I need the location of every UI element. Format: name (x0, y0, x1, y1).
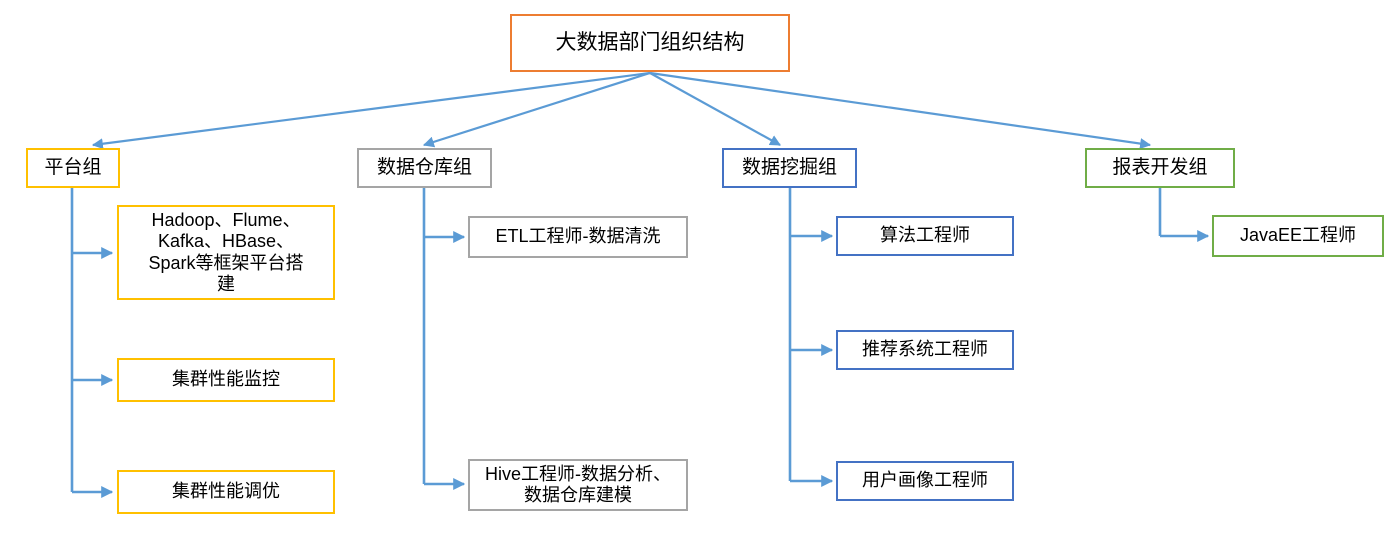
node-mining-child-2[interactable]: 推荐系统工程师 (836, 330, 1014, 370)
node-warehouse-child-1[interactable]: ETL工程师-数据清洗 (468, 216, 688, 258)
node-mining-child-1[interactable]: 算法工程师 (836, 216, 1014, 256)
edge-root-to-warehouse (422, 71, 651, 148)
node-group-report-dev[interactable]: 报表开发组 (1085, 148, 1235, 188)
node-warehouse-child-2-label: Hive工程师-数据分析、 数据仓库建模 (484, 463, 671, 505)
node-warehouse-child-2[interactable]: Hive工程师-数据分析、 数据仓库建模 (468, 459, 688, 511)
node-platform-child-3-label: 集群性能调优 (172, 481, 280, 502)
edge-root-to-mining (649, 72, 781, 146)
node-report-child-1[interactable]: JavaEE工程师 (1212, 215, 1384, 257)
edge-root-to-platform (91, 71, 651, 150)
node-platform-child-1-label: Hadoop、Flume、 Kafka、HBase、 Spark等框架平台搭 建 (148, 210, 304, 294)
node-group-data-warehouse[interactable]: 数据仓库组 (357, 148, 492, 188)
node-mining-child-2-label: 推荐系统工程师 (862, 339, 988, 360)
node-group-data-mining[interactable]: 数据挖掘组 (722, 148, 857, 188)
node-root[interactable]: 大数据部门组织结构 (510, 14, 790, 72)
node-group-data-warehouse-label: 数据仓库组 (376, 156, 472, 178)
node-mining-child-3-label: 用户画像工程师 (862, 470, 988, 491)
node-mining-child-3[interactable]: 用户画像工程师 (836, 461, 1014, 501)
node-group-data-mining-label: 数据挖掘组 (741, 156, 837, 178)
node-group-platform-label: 平台组 (44, 156, 102, 178)
node-group-report-dev-label: 报表开发组 (1112, 156, 1208, 178)
node-warehouse-child-1-label: ETL工程师-数据清洗 (495, 226, 661, 247)
node-platform-child-2-label: 集群性能监控 (172, 369, 280, 390)
node-report-child-1-label: JavaEE工程师 (1239, 225, 1357, 246)
node-platform-child-2[interactable]: 集群性能监控 (117, 358, 335, 402)
node-root-label: 大数据部门组织结构 (555, 30, 745, 54)
node-platform-child-1[interactable]: Hadoop、Flume、 Kafka、HBase、 Spark等框架平台搭 建 (117, 205, 335, 300)
node-platform-child-3[interactable]: 集群性能调优 (117, 470, 335, 514)
edge-root-to-report (649, 71, 1152, 150)
node-mining-child-1-label: 算法工程师 (880, 225, 970, 246)
node-group-platform[interactable]: 平台组 (26, 148, 120, 188)
